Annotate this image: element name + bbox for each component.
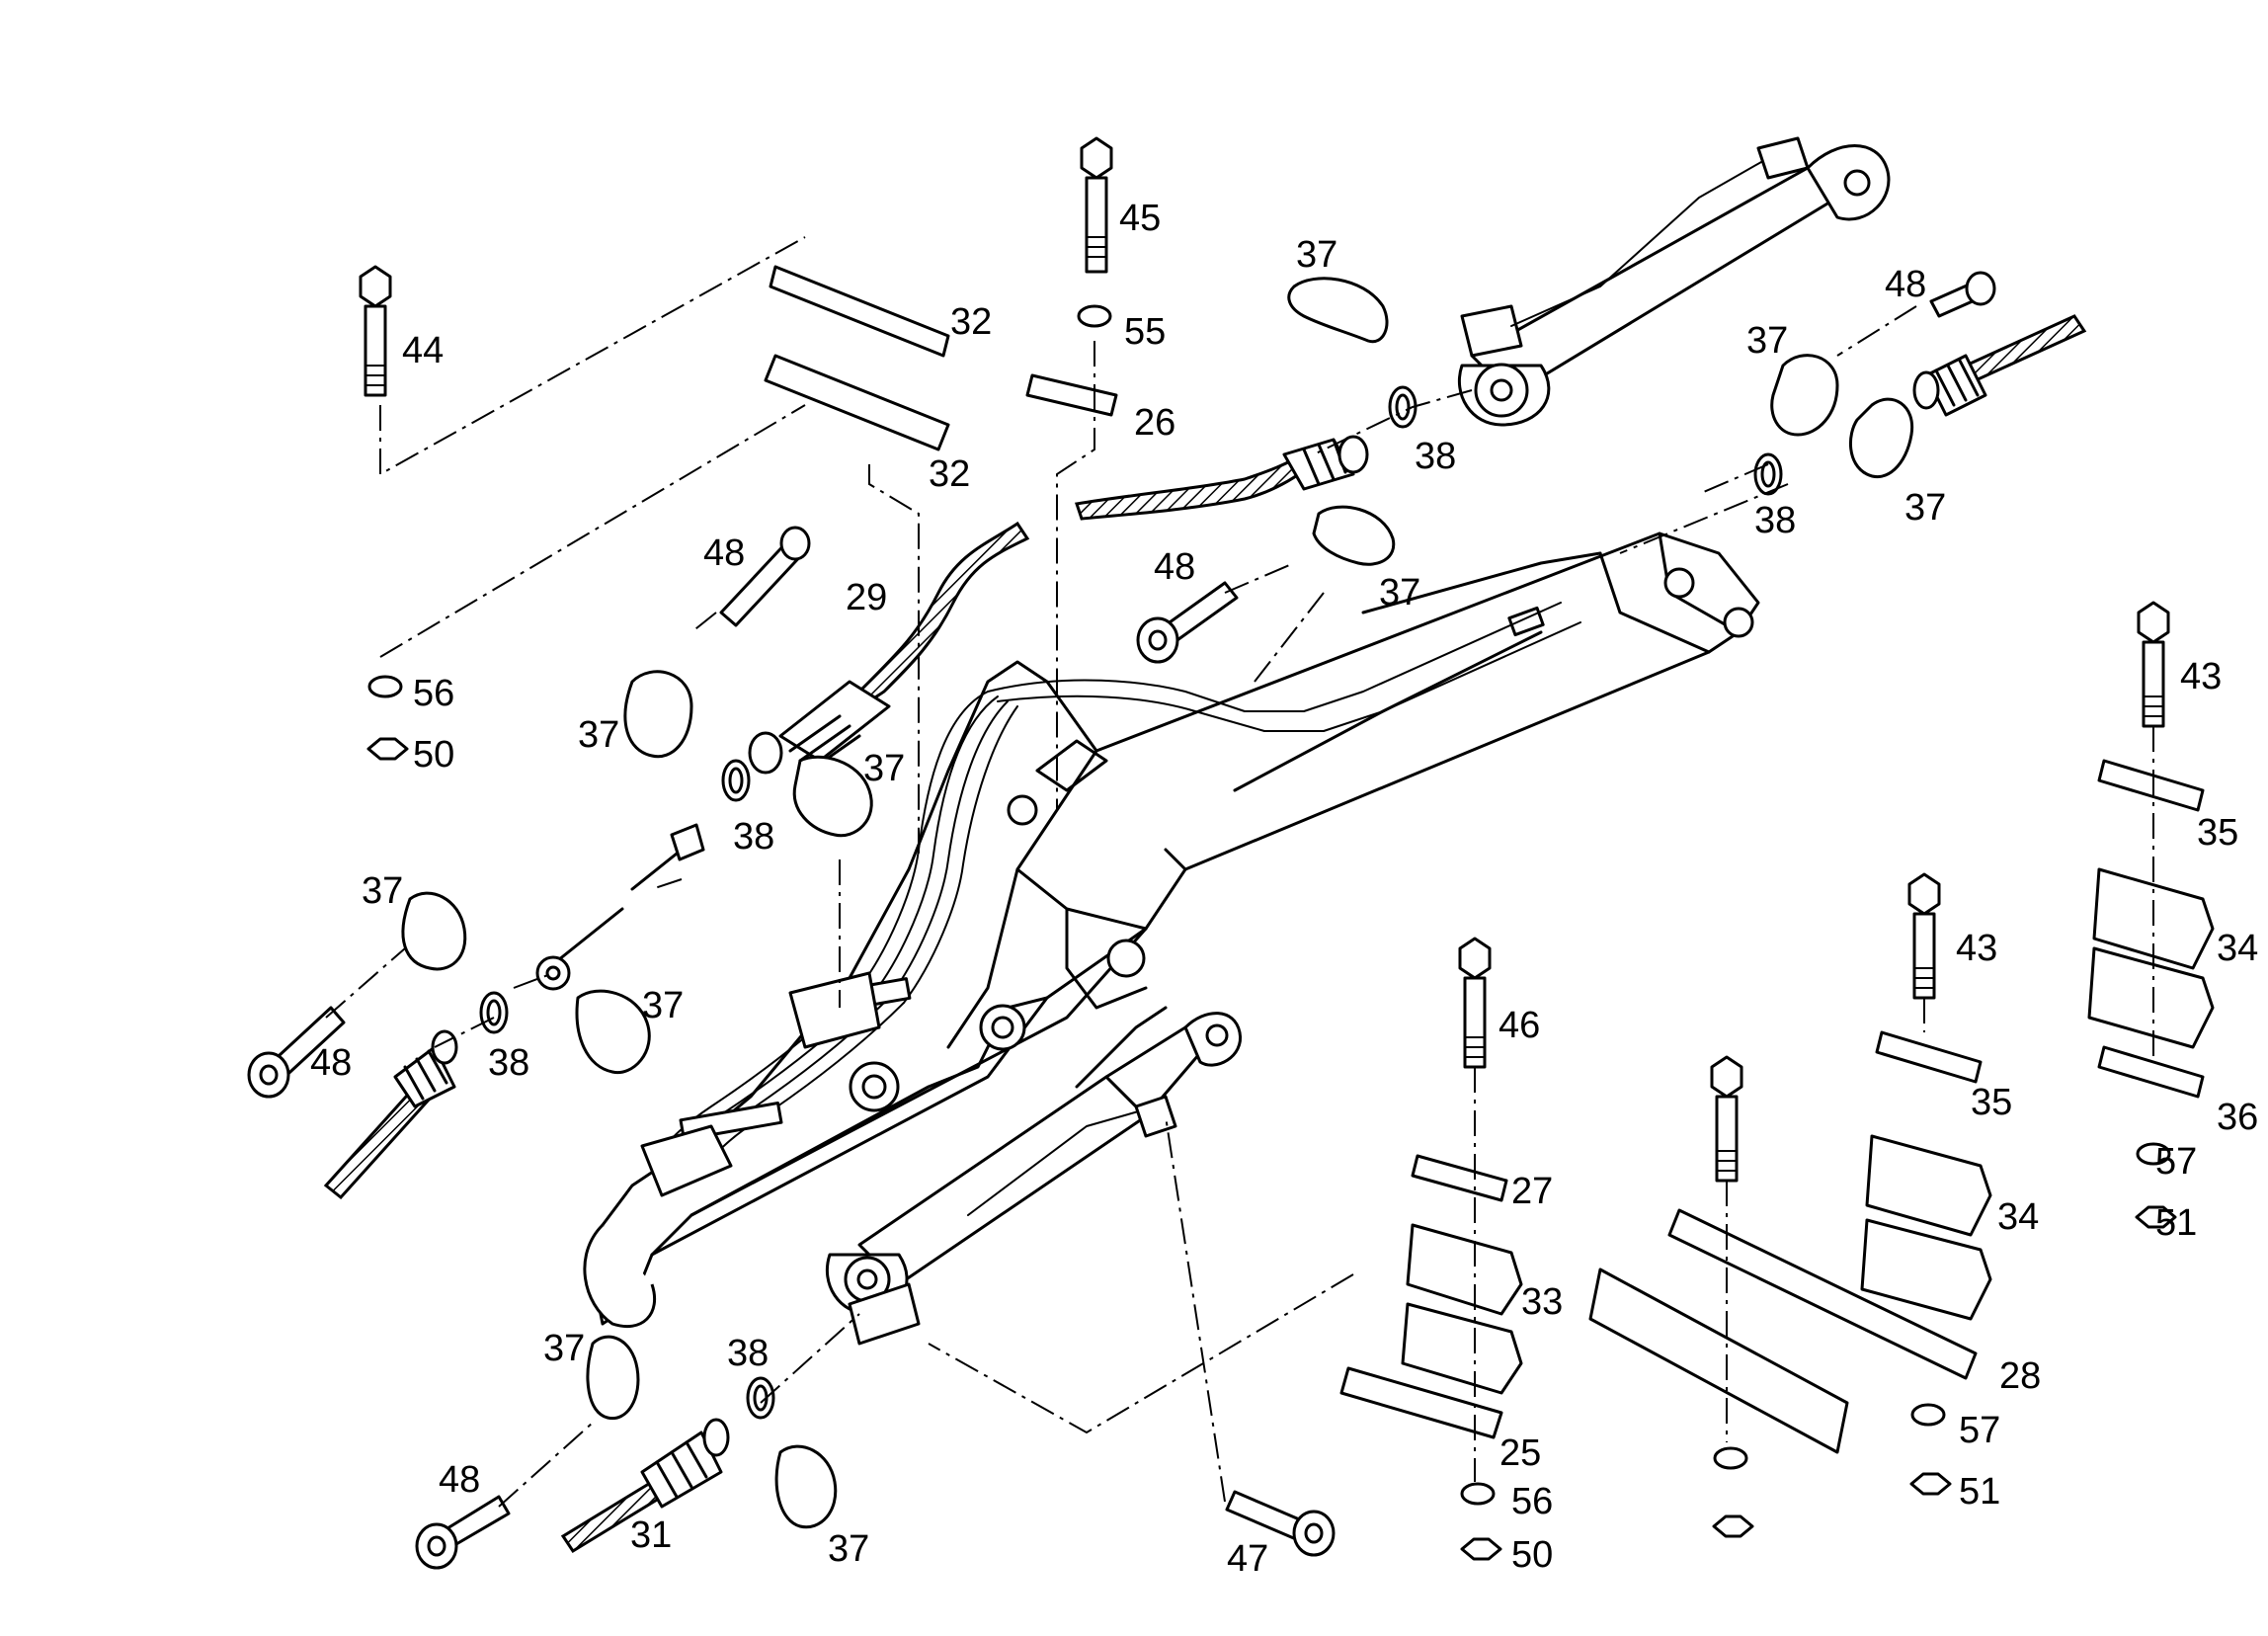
- bar-28: [1667, 1208, 1978, 1380]
- callout-33: 33: [1521, 1281, 1563, 1323]
- callout-38: 38: [1415, 436, 1456, 477]
- plate-27: [1411, 1154, 1508, 1202]
- callout-48: 48: [703, 532, 745, 574]
- block-33-bot: [1401, 1302, 1523, 1395]
- callout-38: 38: [488, 1042, 529, 1084]
- callout-37: 37: [1904, 487, 1946, 529]
- bar-28-lower: [1588, 1268, 1849, 1454]
- callout-38: 38: [727, 1333, 769, 1374]
- callout-37: 37: [863, 748, 905, 789]
- callout-labels: 45 44 32 55 26 32 37 38 48 37 38 37 48 29 48 37 56 50 37 37…: [310, 198, 2258, 1580]
- callout-36: 36: [2217, 1097, 2258, 1138]
- callout-38: 38: [733, 816, 774, 858]
- block-34b-bot: [1860, 1218, 1992, 1321]
- callout-37: 37: [828, 1528, 869, 1570]
- callout-27: 27: [1511, 1171, 1553, 1212]
- callout-37: 37: [543, 1328, 585, 1369]
- bolt-45: [1080, 136, 1113, 274]
- callout-34: 34: [2217, 928, 2258, 969]
- callout-50: 50: [413, 734, 454, 776]
- callout-37: 37: [1746, 320, 1788, 362]
- callout-37: 37: [362, 870, 403, 912]
- callout-32: 32: [950, 301, 992, 343]
- plates-blocks: [764, 265, 2215, 1454]
- callout-25: 25: [1499, 1432, 1541, 1474]
- callout-43: 43: [1956, 928, 1997, 969]
- callout-45: 45: [1119, 198, 1161, 239]
- callout-57: 57: [2155, 1141, 2197, 1183]
- block-33-top: [1406, 1223, 1523, 1316]
- boom-hose-clamps: [640, 971, 912, 1197]
- callout-44: 44: [402, 330, 444, 371]
- callout-29: 29: [846, 577, 887, 618]
- o-rings: [479, 385, 1783, 1420]
- callout-48: 48: [439, 1459, 480, 1501]
- callout-38: 38: [1754, 500, 1796, 541]
- callout-56: 56: [413, 673, 454, 714]
- callout-34: 34: [1997, 1196, 2039, 1238]
- callout-31: 31: [630, 1514, 672, 1556]
- screw-48e: [415, 1495, 511, 1570]
- callout-43: 43: [2180, 656, 2222, 697]
- bolt-46: [1458, 937, 1492, 1069]
- callout-46: 46: [1498, 1005, 1540, 1046]
- callout-50: 50: [1511, 1534, 1553, 1576]
- bar-32a: [769, 265, 950, 358]
- hose-upper-middle: [1075, 435, 1369, 521]
- bolt-28: [1710, 1055, 1743, 1183]
- hose-left-middle: [323, 1029, 458, 1200]
- hose-31: [560, 1418, 730, 1554]
- callout-32: 32: [929, 453, 970, 495]
- pipe-fitting: [535, 823, 705, 991]
- callout-28: 28: [1999, 1355, 2041, 1397]
- plate-35a: [2097, 759, 2205, 812]
- callout-26: 26: [1134, 402, 1175, 444]
- washers-nuts: [366, 304, 2177, 1561]
- block-34a-bot: [2087, 946, 2215, 1049]
- screw-48b: [719, 526, 811, 627]
- screw-48c: [1136, 581, 1239, 664]
- leader-lines: [325, 236, 2154, 1508]
- callout-37: 37: [642, 985, 684, 1026]
- plate-25: [1339, 1366, 1503, 1439]
- callout-55: 55: [1124, 311, 1166, 353]
- bolt-43-middle: [1907, 872, 1941, 1000]
- lower-cylinder: [825, 1012, 1242, 1346]
- plate-36: [2097, 1045, 2205, 1099]
- callout-48: 48: [1154, 546, 1195, 588]
- callout-51: 51: [1959, 1471, 2000, 1513]
- hose-29: [748, 521, 1030, 775]
- callout-35: 35: [2197, 812, 2238, 854]
- plate-35b: [1875, 1030, 1983, 1084]
- callout-37: 37: [1379, 572, 1420, 614]
- screw-48a: [1929, 271, 1996, 318]
- callout-56: 56: [1511, 1481, 1553, 1522]
- callout-35: 35: [1971, 1082, 2012, 1123]
- callout-48: 48: [310, 1042, 352, 1084]
- block-34b-top: [1865, 1134, 1992, 1237]
- callout-51: 51: [2155, 1202, 2197, 1244]
- bolt-44: [359, 265, 392, 397]
- clamp-halves: [401, 277, 1914, 1529]
- callout-48: 48: [1885, 264, 1926, 305]
- screw-47: [1225, 1490, 1336, 1557]
- callout-47: 47: [1227, 1538, 1268, 1580]
- callout-57: 57: [1959, 1410, 2000, 1451]
- callout-37: 37: [578, 714, 619, 756]
- bar-32b: [764, 354, 950, 451]
- screw-48d: [247, 1006, 346, 1099]
- hose-upper-right: [1912, 314, 2087, 417]
- cap-screws: [247, 271, 1996, 1570]
- callout-37: 37: [1296, 234, 1337, 276]
